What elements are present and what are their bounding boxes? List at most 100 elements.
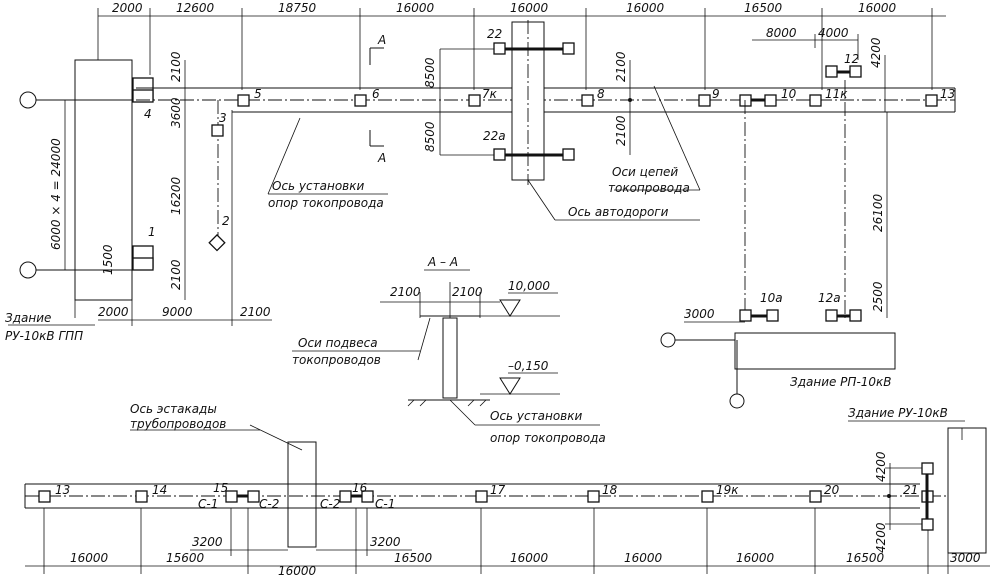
section-dim-right: 2100	[452, 285, 483, 299]
caption-chains: Оси цепей токопровода	[608, 85, 701, 195]
caption-building-rp: Здание РП-10кВ	[790, 375, 892, 389]
lb-dim-2100: 2100	[240, 305, 271, 319]
support-b16-label: 16	[352, 481, 368, 495]
caption-building-ru-1: Здание	[5, 311, 51, 325]
top-dim-4: 16000	[396, 1, 435, 15]
support-b18-label: 18	[602, 483, 618, 497]
susp-caption-1: Оси подвеса	[298, 336, 378, 350]
support-b14-label: 14	[152, 483, 167, 497]
vdim-3600: 3600	[169, 97, 183, 128]
support-7k-label: 7к	[482, 87, 498, 101]
support-b15-label: 15	[213, 481, 228, 495]
section-mark-top-label: А	[377, 33, 386, 47]
dim-3200-left: 3200	[192, 535, 223, 549]
section-dim-left: 2100	[390, 285, 421, 299]
vdim-2100a: 2100	[169, 51, 183, 82]
vdim-1500: 1500	[101, 244, 115, 275]
support-10a-label: 10а	[760, 291, 783, 305]
vdim-4200-top: 4200	[869, 37, 883, 68]
lb-dim-2000: 2000	[98, 305, 129, 319]
support-13-top: 13	[925, 87, 955, 107]
support-22-label: 22	[487, 27, 502, 41]
vdim-4200-bottom-b: 4200	[874, 522, 888, 553]
bottom-dim-3: 16000	[278, 564, 317, 578]
support-6-label: 6	[372, 87, 380, 101]
building-ru-gpp	[74, 59, 133, 318]
label-c1-left: С-1	[198, 497, 218, 511]
bottom-dim-7: 16000	[736, 551, 775, 565]
support-b17-label: 17	[490, 483, 506, 497]
support-8: 8	[581, 87, 605, 107]
support-22a-label: 22а	[483, 129, 506, 143]
support-b13-label: 13	[55, 483, 70, 497]
support-9: 9	[698, 87, 720, 107]
caption-estakada-1: Ось эстакады	[130, 402, 217, 416]
elev-bottom: –0,150	[508, 359, 549, 373]
caption-supports-axis: Ось установки опор токопровода	[267, 117, 388, 210]
caption-supports-axis-1: Ось установки	[272, 179, 364, 193]
caption-chains-2: токопровода	[608, 181, 690, 195]
support-7k: 7к	[468, 87, 498, 107]
sup-caption-2: опор токопровода	[490, 431, 606, 445]
support-2: 2	[208, 214, 230, 252]
top-dimension-chain: 2000 12600 18750 16000 16000 16000 16500…	[97, 1, 946, 90]
bottom-route: Ось эстакады трубопроводов Здание РУ-10к…	[24, 402, 987, 556]
caption-building-ru-2: РУ-10кВ ГПП	[5, 329, 83, 343]
caption-road: Ось автодороги	[527, 179, 700, 221]
support-3: 3	[211, 111, 227, 137]
lb-dim-9000: 9000	[162, 305, 193, 319]
support-9-label: 9	[712, 87, 720, 101]
support-13-label: 13	[940, 87, 955, 101]
right-vertical-dims: 26100 2500	[744, 80, 888, 318]
sub-dim-4000: 4000	[818, 26, 849, 40]
main-route-axis	[136, 87, 956, 250]
support-1-label: 1	[148, 225, 156, 239]
vdim-2100c: 2100	[614, 51, 628, 82]
support-b20-label: 20	[824, 483, 840, 497]
vdim-2100b: 2100	[169, 259, 183, 290]
bottom-dim-4: 16500	[394, 551, 433, 565]
caption-building-ru-right: Здание РУ-10кВ	[848, 406, 948, 420]
support-4: 4	[132, 77, 154, 121]
label-c2-left: С-2	[259, 497, 279, 511]
support-12-label: 12	[844, 52, 859, 66]
support-10: 10	[739, 87, 797, 107]
left-vertical-dims: 2100 3600 16200 1500 2100	[101, 51, 186, 300]
support-b21-label: 21	[903, 483, 918, 497]
support-b19-label: 19к	[716, 483, 739, 497]
sub-dim-8000: 8000	[766, 26, 797, 40]
bottom-dim-1: 16000	[70, 551, 109, 565]
vdim-4200-bottom-a: 4200	[874, 451, 888, 482]
section-view-a-a: А – А 2100 2100 10,000 –0,150 Оси подвес…	[292, 255, 606, 445]
road-crossing: 22 22а 8500 8500 2100 2100	[423, 20, 632, 185]
support-8-label: 8	[597, 87, 605, 101]
section-mark-a-top: А А	[369, 33, 386, 165]
vdim-26100: 26100	[871, 193, 885, 232]
building-rp: 10а 12а 3000 Здание РП-10кВ	[660, 291, 896, 409]
sup-caption-1: Ось установки	[490, 409, 582, 423]
top-dim-1: 2000	[112, 1, 143, 15]
top-dim-8: 16000	[858, 1, 897, 15]
vdim-16200: 16200	[169, 176, 183, 215]
support-11k: 11к	[809, 87, 848, 107]
vdim-8500b: 8500	[423, 121, 437, 152]
susp-caption-2: токопроводов	[292, 353, 381, 367]
caption-road-text: Ось автодороги	[568, 205, 669, 219]
caption-chains-1: Оси цепей	[612, 165, 678, 179]
section-mark-bottom-label: А	[377, 151, 386, 165]
vdim-2100d: 2100	[614, 115, 628, 146]
support-3-label: 3	[219, 111, 227, 125]
vdim-8500a: 8500	[423, 57, 437, 88]
support-2-label: 2	[222, 214, 230, 228]
bottom-dim-5: 16000	[510, 551, 549, 565]
bottom-dim-8: 16500	[846, 551, 885, 565]
caption-estakada-2: трубопроводов	[130, 417, 226, 431]
support-11k-label: 11к	[825, 87, 848, 101]
support-6: 6	[354, 87, 380, 107]
support-5-label: 5	[254, 87, 262, 101]
support-12: 12	[825, 52, 862, 78]
top-dim-5: 16000	[510, 1, 549, 15]
support-1: 1	[132, 225, 156, 271]
top-dim-2: 12600	[176, 1, 215, 15]
bottom-dim-6: 16000	[624, 551, 663, 565]
